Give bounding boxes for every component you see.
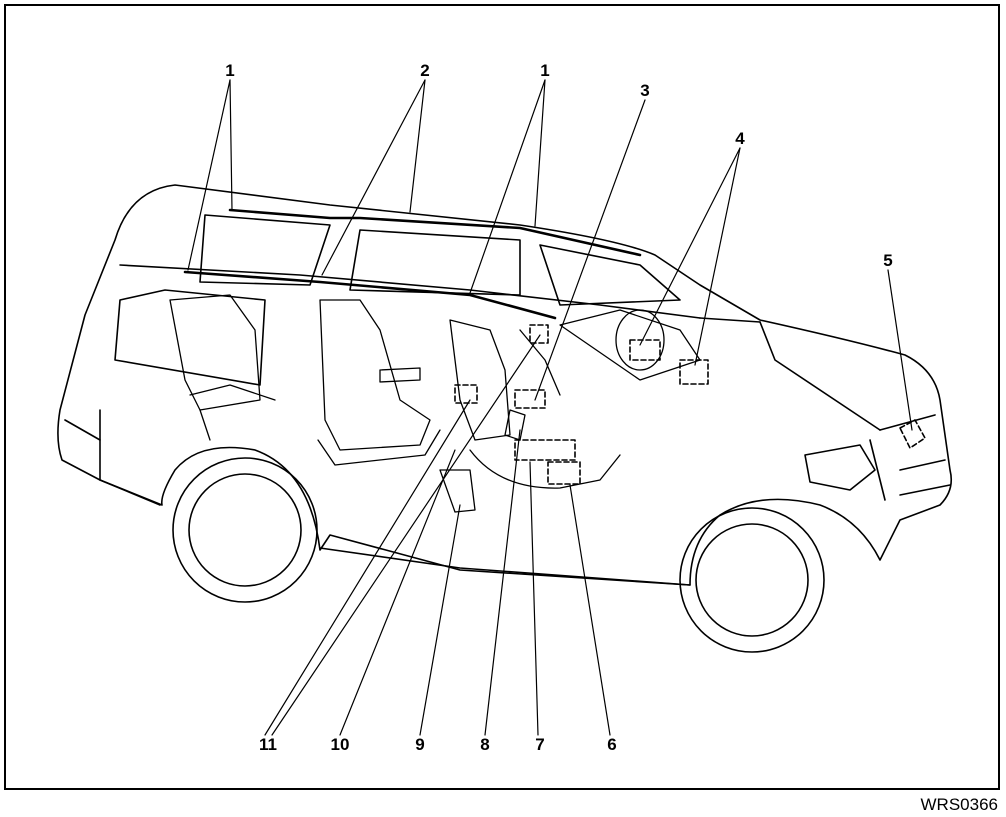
callout-3: 3 <box>640 81 649 100</box>
callout-6: 6 <box>607 735 616 754</box>
callout-2: 2 <box>420 61 429 80</box>
callout-4: 4 <box>735 129 745 148</box>
callout-7: 7 <box>535 735 544 754</box>
callout-1-right: 1 <box>540 61 549 80</box>
callout-labels: 1 2 1 3 4 5 11 10 9 8 7 6 <box>225 61 892 754</box>
leader-lines <box>187 79 913 736</box>
callout-5: 5 <box>883 251 892 270</box>
callout-9: 9 <box>415 735 424 754</box>
front-wheel <box>679 507 825 653</box>
callout-11: 11 <box>259 735 277 754</box>
callout-1-left: 1 <box>225 61 234 80</box>
callout-8: 8 <box>480 735 489 754</box>
vehicle-body <box>57 184 953 586</box>
vehicle-windows <box>114 214 681 386</box>
callout-10: 10 <box>331 735 350 754</box>
figure-frame <box>4 4 1000 790</box>
component-locations <box>454 324 926 485</box>
vehicle-interior <box>169 294 701 513</box>
curtain-airbag-rails <box>183 208 642 320</box>
figure-code: WRS0366 <box>920 795 998 814</box>
rear-wheel <box>172 457 318 603</box>
